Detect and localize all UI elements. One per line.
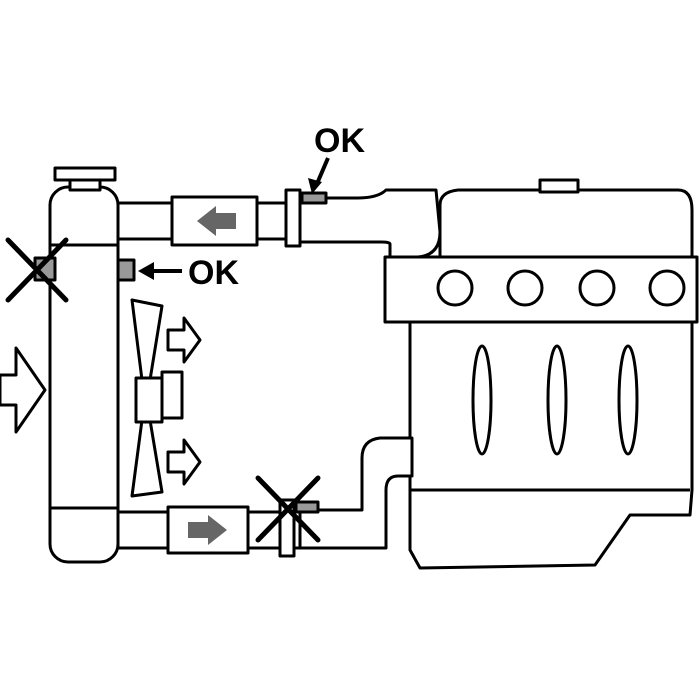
radiator-sensor-ok-pointer [138,262,182,280]
fan-airflow-arrow-upper [166,316,202,364]
lower-hose [116,436,414,558]
upper-hose-clamp [284,188,302,248]
hose-sensor-ok-pointer [308,157,330,194]
fan-blade-upper [130,298,164,382]
fan-blade-lower [130,418,164,498]
fan-airflow-arrow-lower [166,438,202,486]
lower-hose-sensor [294,500,320,514]
radiator [33,166,136,564]
radiator-cap [53,166,117,182]
cylinder-port [506,269,544,307]
lower-hose-bend [298,436,414,550]
cylinder-port [648,269,686,307]
engine-block-slot [546,344,568,456]
engine-top-cap [538,178,580,194]
upper-flow-housing [170,195,259,247]
radiator-cap-neck [68,178,102,192]
hose-sensor-ok-label: OK [314,122,365,160]
lower-coolant-flow-arrow [188,515,227,545]
fan-motor [160,370,184,420]
lower-hose-cross-mark [255,475,321,543]
fan-hub [134,376,164,424]
cooling-fan [130,298,184,498]
engine-block-slot [617,344,639,456]
radiator-sensor-cross-mark [5,237,69,303]
upper-hose [116,188,442,259]
radiator-temperature-sensor [116,258,136,282]
radiator-sensor-ok-label: OK [188,254,239,292]
hose-temperature-sensor [300,191,328,205]
upper-hose-bend [298,188,442,259]
air-inflow-arrow [0,346,47,434]
cylinder-port [436,269,474,307]
cylinder-port [578,269,616,307]
upper-coolant-flow-arrow [197,206,236,236]
engine-block-slot [471,344,493,456]
engine [383,178,699,570]
